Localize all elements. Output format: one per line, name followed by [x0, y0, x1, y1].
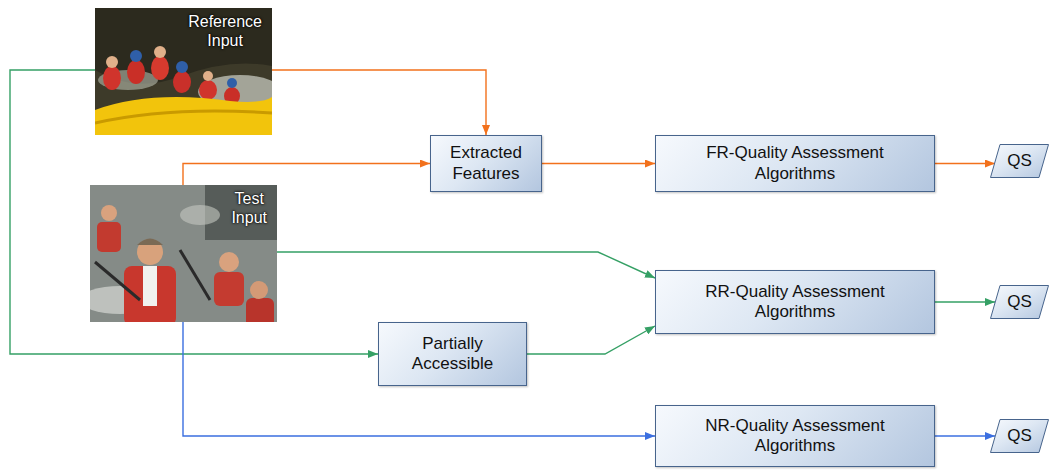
photo-vest — [103, 66, 121, 90]
connector-arrow — [183, 164, 430, 186]
connector-arrow — [183, 322, 655, 436]
connector-arrow — [935, 435, 995, 436]
photo-vest — [127, 60, 145, 84]
output-label: QS — [1007, 292, 1032, 312]
image-caption: Test Input — [231, 189, 267, 227]
photo-water — [180, 205, 220, 225]
photo-raft — [95, 97, 272, 135]
photo-head — [101, 205, 117, 221]
process-box: NR-Quality Assessment Algorithms — [655, 405, 935, 467]
connector-arrow — [935, 301, 995, 302]
photo-head — [154, 46, 166, 58]
photo-vest — [97, 222, 121, 252]
photo-vest — [246, 298, 274, 322]
output-parallelogram: QS — [990, 285, 1049, 319]
photo-raft-rim — [95, 111, 272, 123]
photo-helmet — [130, 50, 142, 62]
test-photo — [90, 185, 277, 322]
photo-vest — [151, 56, 169, 80]
connector-arrow — [527, 326, 655, 354]
output-label: QS — [1007, 151, 1032, 171]
box-label: Extracted Features — [441, 143, 531, 184]
box-label: RR-Quality Assessment Algorithms — [666, 282, 924, 323]
connector-arrow — [272, 70, 486, 135]
connector-arrow — [10, 70, 378, 354]
photo-vest — [199, 80, 217, 100]
photo-head — [203, 71, 213, 81]
image-caption: Reference Input — [188, 12, 262, 50]
photo-helmet — [227, 78, 237, 88]
connector-group — [10, 70, 995, 436]
photo-head — [219, 252, 239, 272]
photo-ground — [95, 8, 272, 135]
output-parallelogram: QS — [990, 144, 1049, 178]
photo-paddle — [180, 250, 210, 300]
photo-head — [106, 56, 118, 68]
process-box: FR-Quality Assessment Algorithms — [655, 135, 935, 192]
connector-arrow — [542, 163, 655, 164]
reference-image: Reference Input — [95, 8, 272, 135]
photo-head — [137, 239, 163, 265]
photo-vest — [214, 272, 244, 306]
output-parallelogram: QS — [990, 419, 1049, 453]
box-label: NR-Quality Assessment Algorithms — [666, 416, 924, 457]
connector-arrow — [277, 252, 655, 278]
test-image: Test Input — [90, 185, 277, 322]
box-label: FR-Quality Assessment Algorithms — [666, 143, 924, 184]
photo-vest — [173, 71, 191, 93]
photo-head — [250, 281, 268, 299]
reference-photo — [95, 8, 272, 135]
photo-shirt — [143, 266, 157, 306]
photo-helmet — [176, 61, 188, 73]
process-box: RR-Quality Assessment Algorithms — [655, 270, 935, 334]
output-label: QS — [1007, 426, 1032, 446]
parallelogram-shape — [991, 286, 1049, 319]
process-box: Extracted Features — [430, 135, 542, 192]
photo-paddle — [95, 262, 140, 300]
box-label: Partially Accessible — [389, 334, 516, 375]
parallelogram-shape — [991, 420, 1049, 453]
parallelogram-shape — [991, 145, 1049, 178]
photo-cap — [137, 239, 163, 246]
connector-arrow — [935, 163, 995, 164]
process-box: Partially Accessible — [378, 322, 527, 386]
